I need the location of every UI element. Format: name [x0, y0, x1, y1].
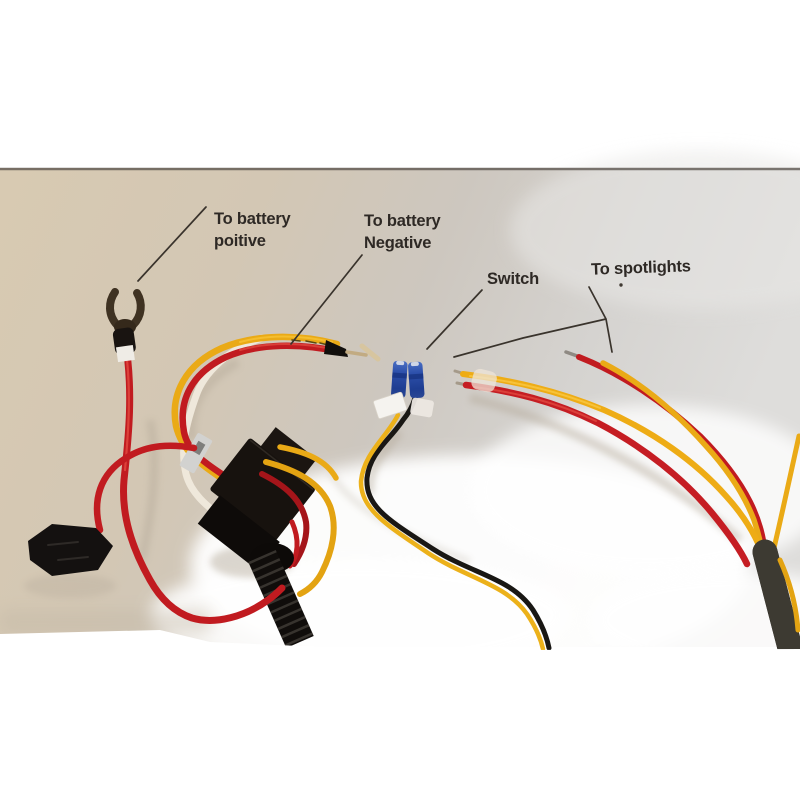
fork-terminal	[106, 288, 121, 329]
inline-fuse-holder	[28, 524, 113, 576]
label-spotlights: To spotlights	[590, 257, 692, 279]
negative-bare-tip	[345, 350, 368, 357]
negative-tape-cone	[324, 340, 348, 357]
label-switch: Switch	[487, 270, 539, 288]
corrugated-loom-tube	[248, 543, 314, 649]
switch-yellow-wire	[358, 412, 546, 652]
label-battery-positive: To battery poitive	[214, 208, 291, 252]
wire-label-band	[115, 344, 135, 363]
leader-switch	[426, 289, 483, 350]
photo-bottom-mask	[0, 630, 800, 800]
leader-lines	[137, 206, 623, 358]
leader-battery-negative	[290, 254, 363, 345]
blue-spade-connector-1	[391, 360, 408, 399]
blue-spade-connector-2	[408, 361, 425, 399]
spot-yellow-wire-2	[600, 360, 765, 553]
label-battery-positive-line2: poitive	[214, 232, 266, 250]
label-battery-negative: To battery Negative	[364, 210, 441, 254]
switch-group	[358, 343, 552, 652]
spotlight-wires	[453, 350, 800, 661]
label-battery-negative-line1: To battery	[364, 212, 441, 230]
leader-battery-positive	[137, 206, 207, 282]
white-connector	[410, 397, 434, 418]
relay-body	[210, 438, 315, 540]
tape-wrap	[471, 368, 497, 393]
label-battery-positive-line1: To battery	[214, 210, 291, 228]
spot-red-wire-2	[576, 354, 767, 549]
positive-circuit	[28, 288, 286, 624]
white-tag	[373, 391, 408, 420]
switch-black-wire	[364, 395, 552, 651]
leader-spotlights	[453, 286, 613, 358]
label-battery-negative-line2: Negative	[364, 234, 432, 252]
fuse-red-wire	[93, 442, 198, 534]
